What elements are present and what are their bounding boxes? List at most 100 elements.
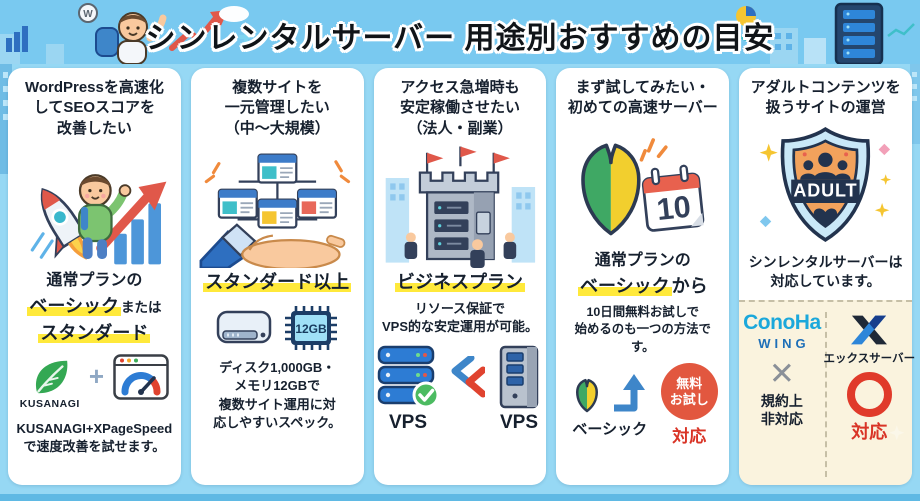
castle-server-tower xyxy=(418,171,499,260)
card-title: WordPressを高速化 してSEOスコアを 改善したい xyxy=(24,79,164,137)
card-caption: KUSANAGI+XPageSpeed で速度改善を試せます。 xyxy=(16,420,173,455)
browser-window-top xyxy=(257,153,298,184)
mascot-character xyxy=(95,12,167,64)
calendar-icon: 10 xyxy=(642,164,705,232)
calendar-day-number: 10 xyxy=(655,189,692,226)
plan-recommendation: 通常プランの ベーシックから xyxy=(577,249,708,300)
header-illustration-left: W xyxy=(0,3,250,64)
castle-server-illustration xyxy=(385,146,535,268)
heart-icon xyxy=(813,207,838,226)
bar-chart-icon xyxy=(6,38,12,52)
kusanagi-label: KUSANAGI xyxy=(19,398,80,411)
competitor-comparison-panel: ConoHa WING ✕ 規約上 非対応 エックスサーバー 対応 xyxy=(739,300,915,485)
vps-right-label: VPS xyxy=(499,411,539,433)
svg-text:W: W xyxy=(83,9,93,20)
card-traffic-stability: アクセス急増時も 安定稼働させたい （法人・副業） xyxy=(373,68,547,485)
check-circle-icon xyxy=(412,381,440,409)
memory-chip-icon: 12GB xyxy=(284,305,337,350)
sparkle-dashes xyxy=(640,137,668,162)
circle-o-mark xyxy=(846,372,892,418)
beginner-mark-icon xyxy=(581,143,641,235)
server-stack-check-icon xyxy=(377,345,440,409)
sparkle-star xyxy=(875,202,890,217)
xserver-status-text: 対応 xyxy=(851,422,888,443)
disk-drive-icon xyxy=(216,310,271,343)
sparkle-icon xyxy=(889,425,905,441)
vps-comparison-icons: VPS VPS xyxy=(376,344,544,434)
sparkle-diamond xyxy=(760,215,772,227)
card-title: 複数サイトを 一元管理したい （中〜大規模） xyxy=(224,79,330,137)
rocket-man-growth-illustration xyxy=(30,173,167,265)
building-icon xyxy=(770,28,798,64)
card-title: アダルトコンテンツを 扱うサイトの運営 xyxy=(750,79,901,117)
bottom-border-strip xyxy=(0,494,920,501)
free-trial-badge: 無料 お試し xyxy=(660,363,718,421)
line-chart-icon xyxy=(727,29,759,44)
xserver-column: エックスサーバー 対応 xyxy=(824,312,915,477)
plan-line: スタンダード xyxy=(27,320,161,347)
xserver-logo-icon xyxy=(851,315,888,345)
card-caption: リソース保証で VPS的な安定運用が可能。 xyxy=(381,300,538,335)
kusanagi-block: KUSANAGI xyxy=(20,357,80,410)
growth-chart xyxy=(96,181,167,265)
adult-shield-icon: ADULT xyxy=(780,126,871,242)
plan-line: ベーシックから xyxy=(577,273,708,300)
conoha-status: 規約上 非対応 xyxy=(760,393,803,427)
use-case-cards: WordPressを高速化 してSEOスコアを 改善したい xyxy=(8,68,915,485)
adult-shield-illustration: ADULT xyxy=(759,126,892,242)
free-trial-block: 無料 お試し 対応 xyxy=(660,363,718,447)
hand-illustration xyxy=(199,223,346,268)
sparkle-star xyxy=(880,173,892,185)
vps-server-block: VPS xyxy=(494,344,544,434)
card-title: まず試してみたい・ 初めての高速サーバー xyxy=(567,79,718,117)
shin-server-block: VPS xyxy=(376,344,440,434)
hand-holding-sites-illustration xyxy=(199,153,350,268)
trial-support-label: 対応 xyxy=(672,427,707,447)
plus-sign: + xyxy=(88,361,104,392)
plan-highlight: スタンダード xyxy=(38,322,151,343)
plan-highlight: スタンダード以上 xyxy=(203,271,352,292)
double-chevron-icon xyxy=(451,355,485,398)
xserver-name-label: エックスサーバー xyxy=(823,353,916,366)
conoha-wing-logo: ConoHa xyxy=(743,311,821,335)
plan-highlight: ベーシック xyxy=(577,275,672,296)
wordpress-logo-icon: W xyxy=(78,3,98,23)
card-adult-content: アダルトコンテンツを 扱うサイトの運営 xyxy=(739,68,915,485)
conoha-column: ConoHa WING ✕ 規約上 非対応 xyxy=(739,312,824,477)
castle-flags xyxy=(425,146,510,173)
plan-highlight: ビジネスプラン xyxy=(394,271,525,292)
plan-recommendation: スタンダード以上 xyxy=(203,269,352,296)
page-title: シンレンタルサーバー 用途別おすすめの目安 xyxy=(145,22,775,55)
plan-recommendation: 通常プランの ベーシックまたは スタンダード xyxy=(27,269,161,347)
edge-building-right xyxy=(910,64,920,144)
server-tower-icon xyxy=(834,2,884,64)
card-caption: ディスク1,000GB・ メモリ12GBで 複数サイト運用に対 応しやすいスペッ… xyxy=(213,359,342,431)
plan-line: ベーシックまたは xyxy=(27,293,161,320)
plan-suffix: から xyxy=(671,275,708,296)
vps-left-label: VPS xyxy=(388,411,428,433)
card-first-trial: まず試してみたい・ 初めての高速サーバー 10 通常プラ xyxy=(556,68,730,485)
plan-connector: または xyxy=(120,299,162,315)
header-illustration-right xyxy=(727,2,915,64)
plan-line: 通常プランの xyxy=(46,271,143,289)
cloud-icon xyxy=(219,6,249,22)
step-up-arrow-icon xyxy=(613,373,645,412)
header-banner: W xyxy=(0,0,920,64)
card-wordpress-speed: WordPressを高速化 してSEOスコアを 改善したい xyxy=(8,68,181,485)
kusanagi-xpagespeed-icons: KUSANAGI + xyxy=(20,354,169,414)
person-illustration xyxy=(77,173,132,259)
card-caption: シンレンタルサーバーは 対応しています。 xyxy=(748,253,903,290)
card-multisite-management: 複数サイトを 一元管理したい （中〜大規模） xyxy=(190,68,364,485)
browser-window-right xyxy=(296,188,337,219)
shield-adult-label: ADULT xyxy=(794,180,858,200)
chip-capacity-label: 12GB xyxy=(295,322,327,336)
card-caption: 10日間無料お試しで 始めるのも一つの方法です。 xyxy=(574,304,711,354)
sparkle-star xyxy=(759,143,778,162)
beginner-calendar-illustration: 10 xyxy=(581,137,705,235)
business-people xyxy=(404,232,516,268)
plan-highlight: ベーシック xyxy=(27,295,121,316)
sparkle-diamond xyxy=(878,143,891,155)
card-title: アクセス急増時も 安定稼働させたい （法人・副業） xyxy=(399,79,520,137)
plan-recommendation: ビジネスプラン xyxy=(394,269,525,296)
